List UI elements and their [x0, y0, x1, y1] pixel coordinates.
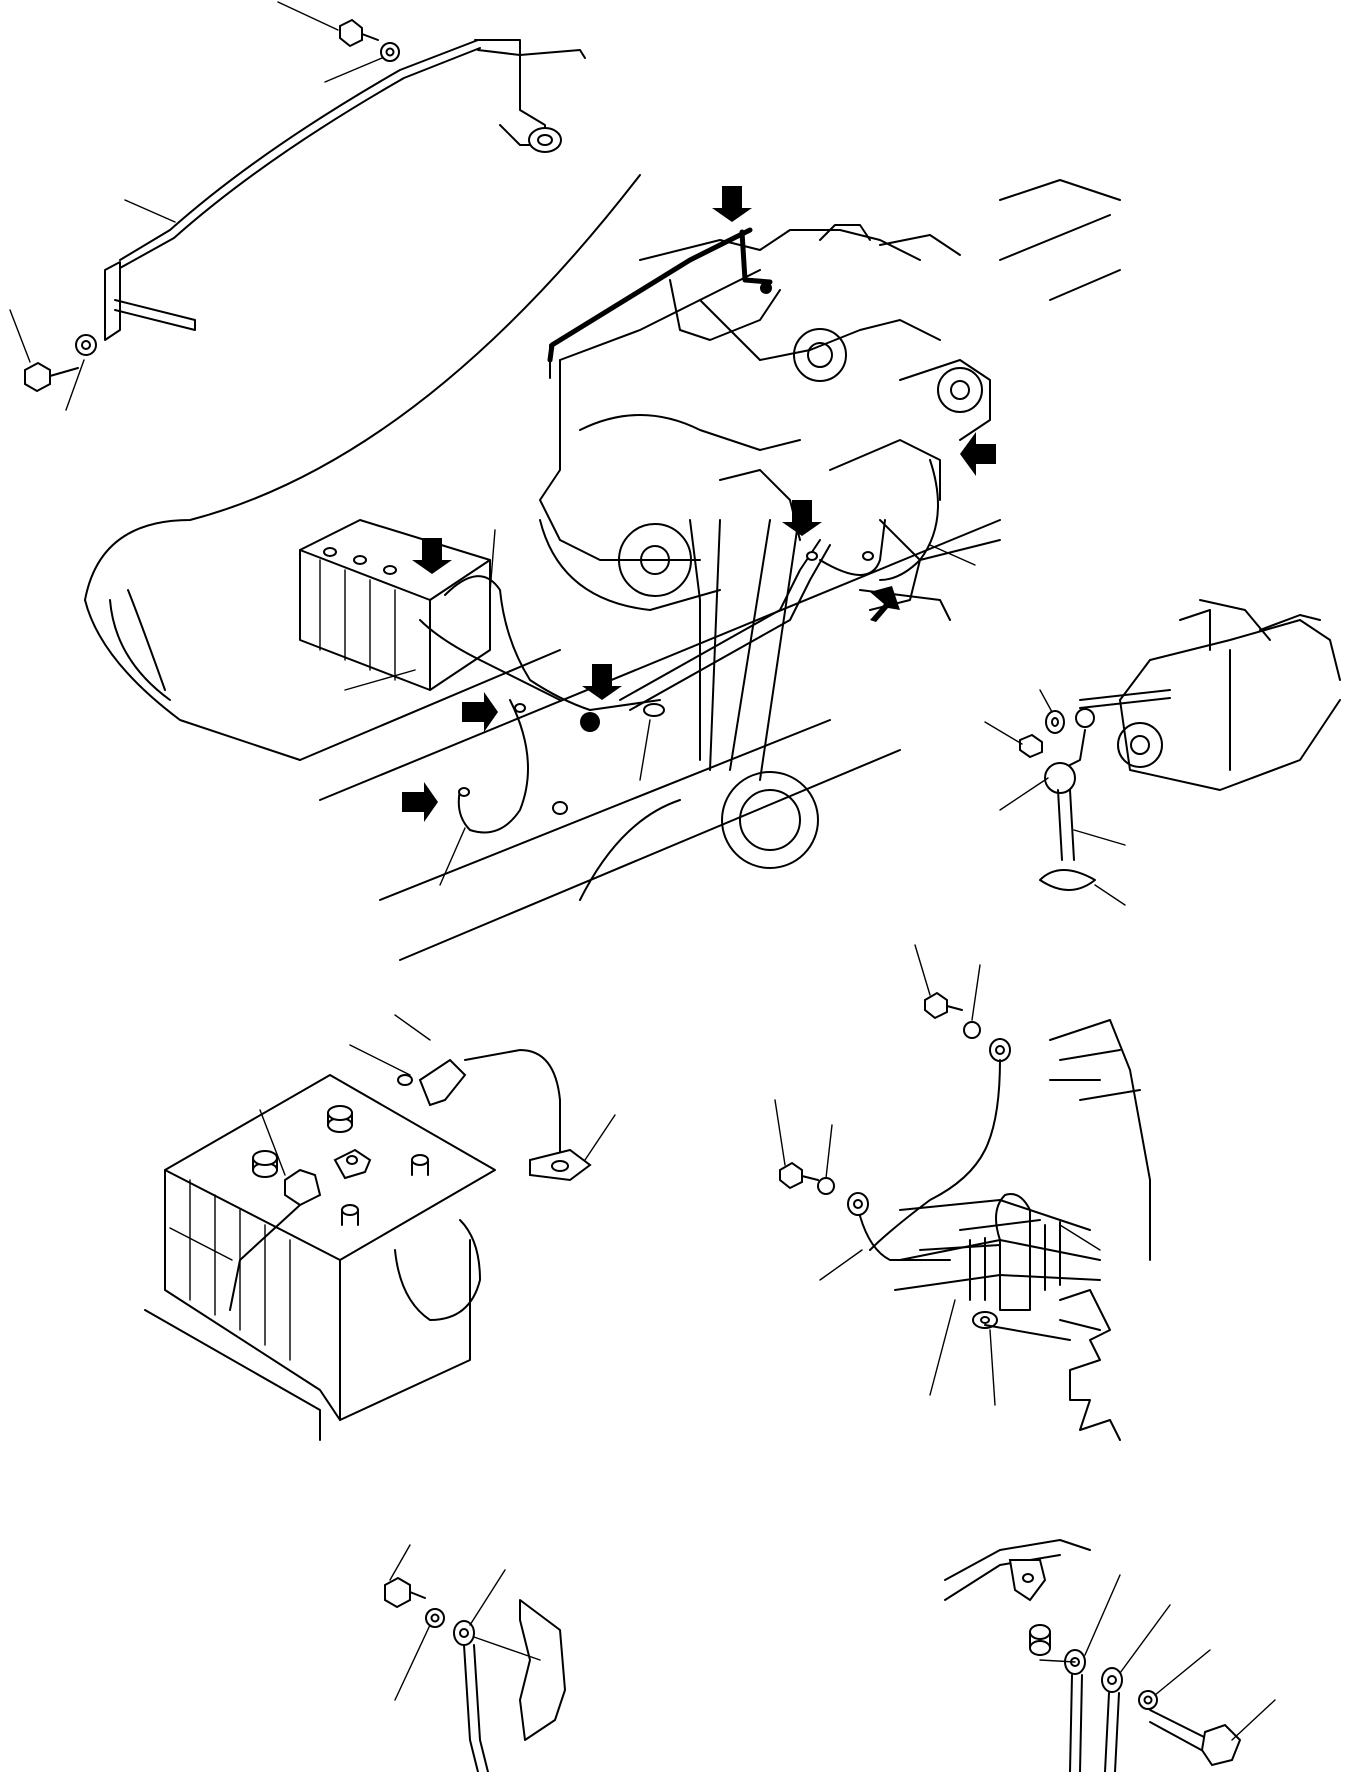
engine-block	[540, 225, 990, 868]
battery-main	[300, 520, 490, 690]
ground-terminal-detail-right	[945, 1540, 1275, 1772]
ground-terminal-detail-left	[385, 1545, 565, 1772]
bolt-left	[25, 335, 96, 391]
leader-lines-main	[345, 530, 975, 885]
engine-harness	[550, 230, 772, 378]
battery-terminal-detail	[145, 1015, 615, 1440]
battery-cables-main	[420, 460, 938, 833]
cable-clamp-detail	[775, 945, 1150, 1440]
chassis-outline	[85, 175, 1120, 960]
attention-arrows	[402, 186, 996, 822]
starter-motor-detail	[985, 600, 1340, 905]
bolt-top	[340, 20, 399, 61]
leader-lines-top-left	[10, 2, 382, 410]
harness-bar-assembly	[105, 40, 585, 340]
